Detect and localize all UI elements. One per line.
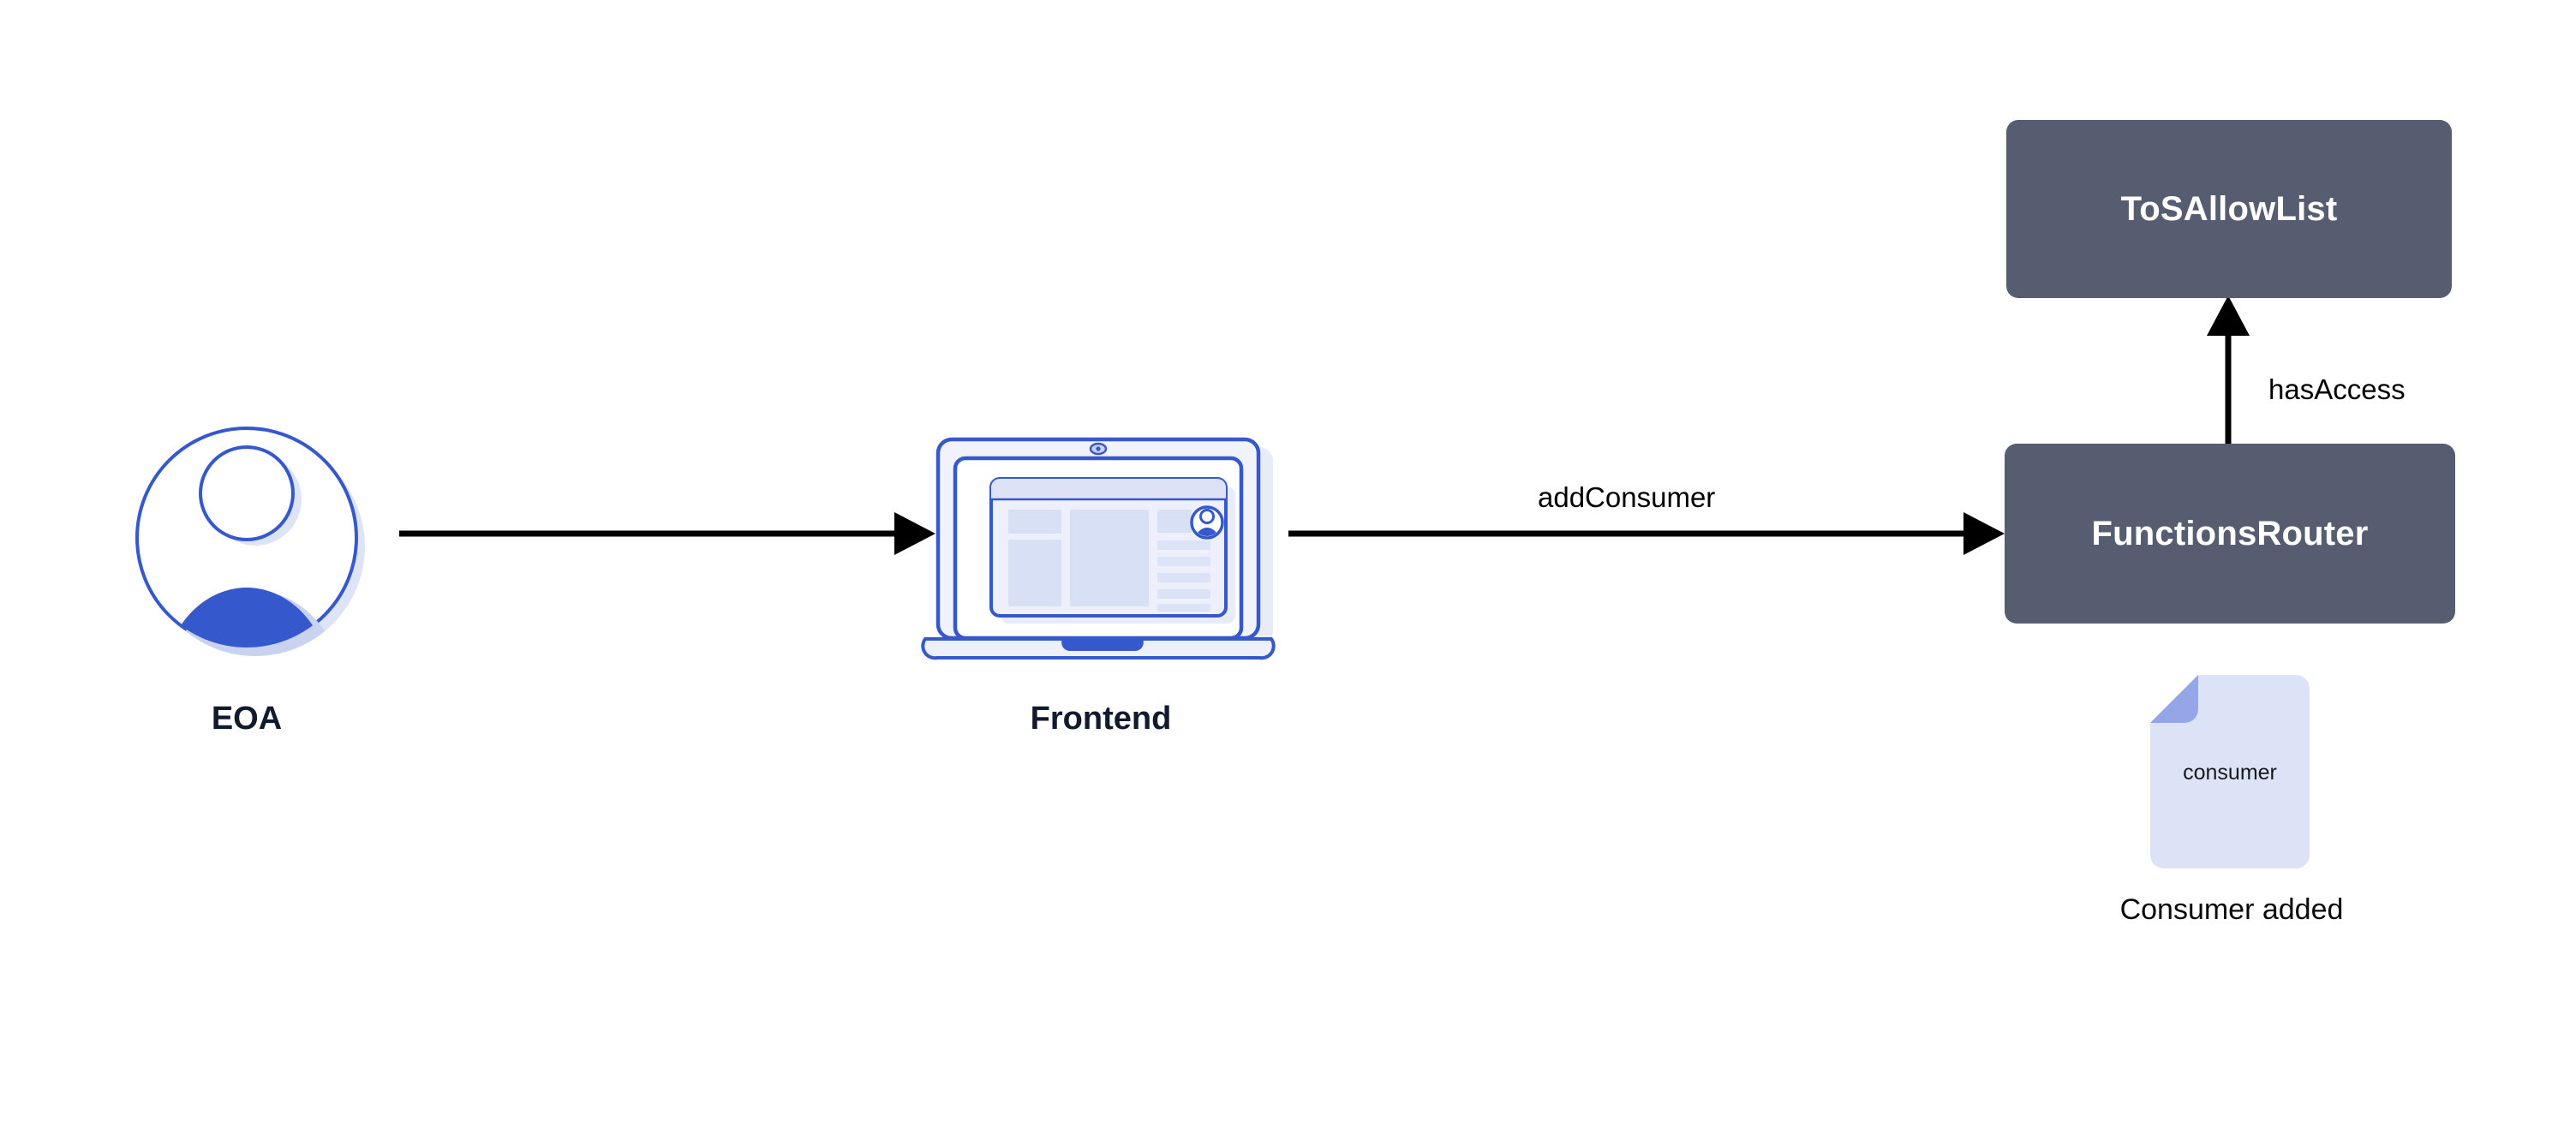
edge-eoa-to-frontend bbox=[399, 512, 935, 555]
edge-router-to-toslist bbox=[2207, 295, 2250, 444]
node-consumer-document[interactable]: consumer bbox=[2150, 675, 2310, 868]
node-eoa[interactable] bbox=[127, 418, 367, 666]
node-frontend[interactable] bbox=[918, 428, 1287, 672]
laptop-icon bbox=[921, 437, 1276, 660]
user-avatar-icon bbox=[135, 427, 365, 656]
node-functions-router-label: FunctionsRouter bbox=[2091, 514, 2369, 552]
document-icon bbox=[2150, 675, 2310, 868]
node-tos-allow-list-label: ToSAllowList bbox=[2120, 189, 2338, 228]
edge-frontend-to-router bbox=[1288, 512, 2005, 555]
node-eoa-label: EOA bbox=[211, 701, 283, 737]
edge-label-has-access: hasAccess bbox=[2268, 373, 2406, 405]
screen-avatar-icon bbox=[1190, 505, 1224, 540]
document-file-label: consumer bbox=[2183, 761, 2277, 785]
node-tos-allow-list[interactable]: ToSAllowList bbox=[2006, 120, 2452, 298]
node-functions-router[interactable]: FunctionsRouter bbox=[2005, 444, 2455, 624]
edge-label-add-consumer: addConsumer bbox=[1538, 481, 1716, 513]
node-consumer-document-caption: Consumer added bbox=[2119, 893, 2344, 926]
node-frontend-label: Frontend bbox=[1030, 701, 1172, 737]
